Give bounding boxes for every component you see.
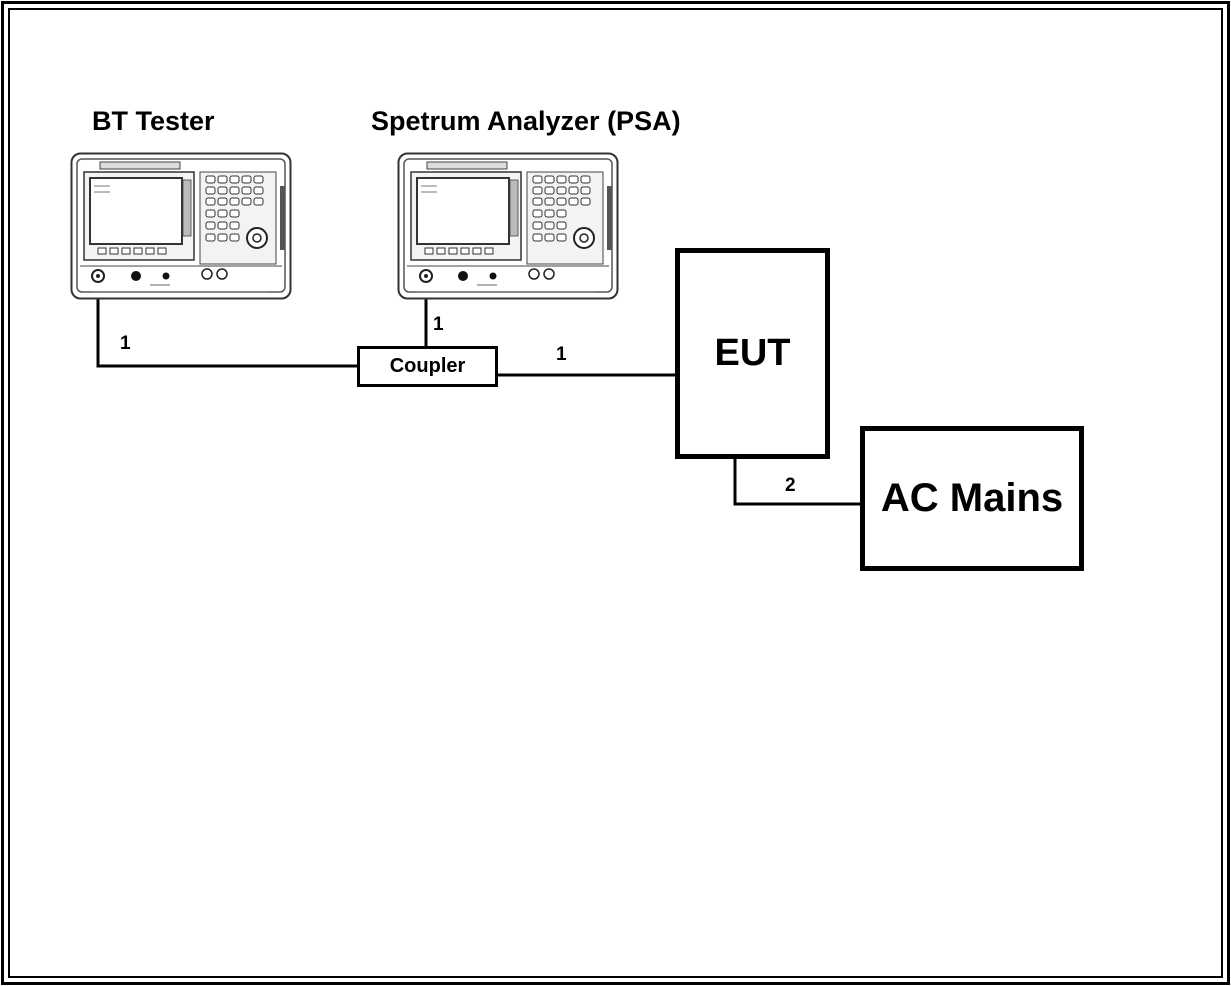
cable-label-bt-coupler: 1 (120, 333, 131, 354)
bt-tester-title: BT Tester (92, 106, 215, 136)
spectrum-analyzer-title: Spetrum Analyzer (PSA) (371, 106, 681, 136)
coupler-box: Coupler (357, 346, 498, 387)
inner-border (8, 8, 1223, 978)
eut-box: EUT (675, 248, 830, 459)
cable-label-eut-mains: 2 (785, 475, 796, 496)
cable-label-coupler-eut: 1 (556, 344, 567, 365)
cable-eut-to-mains (733, 457, 864, 506)
ac-mains-box: AC Mains (860, 426, 1084, 571)
eut-label: EUT (714, 332, 791, 374)
bt-tester-instrument-icon (70, 152, 292, 300)
coupler-label: Coupler (389, 355, 466, 377)
ac-mains-label: AC Mains (880, 476, 1064, 520)
spectrum-analyzer-instrument-icon (397, 152, 619, 300)
cable-label-psa-coupler: 1 (433, 314, 444, 335)
cable-bt-to-coupler (96, 278, 360, 368)
